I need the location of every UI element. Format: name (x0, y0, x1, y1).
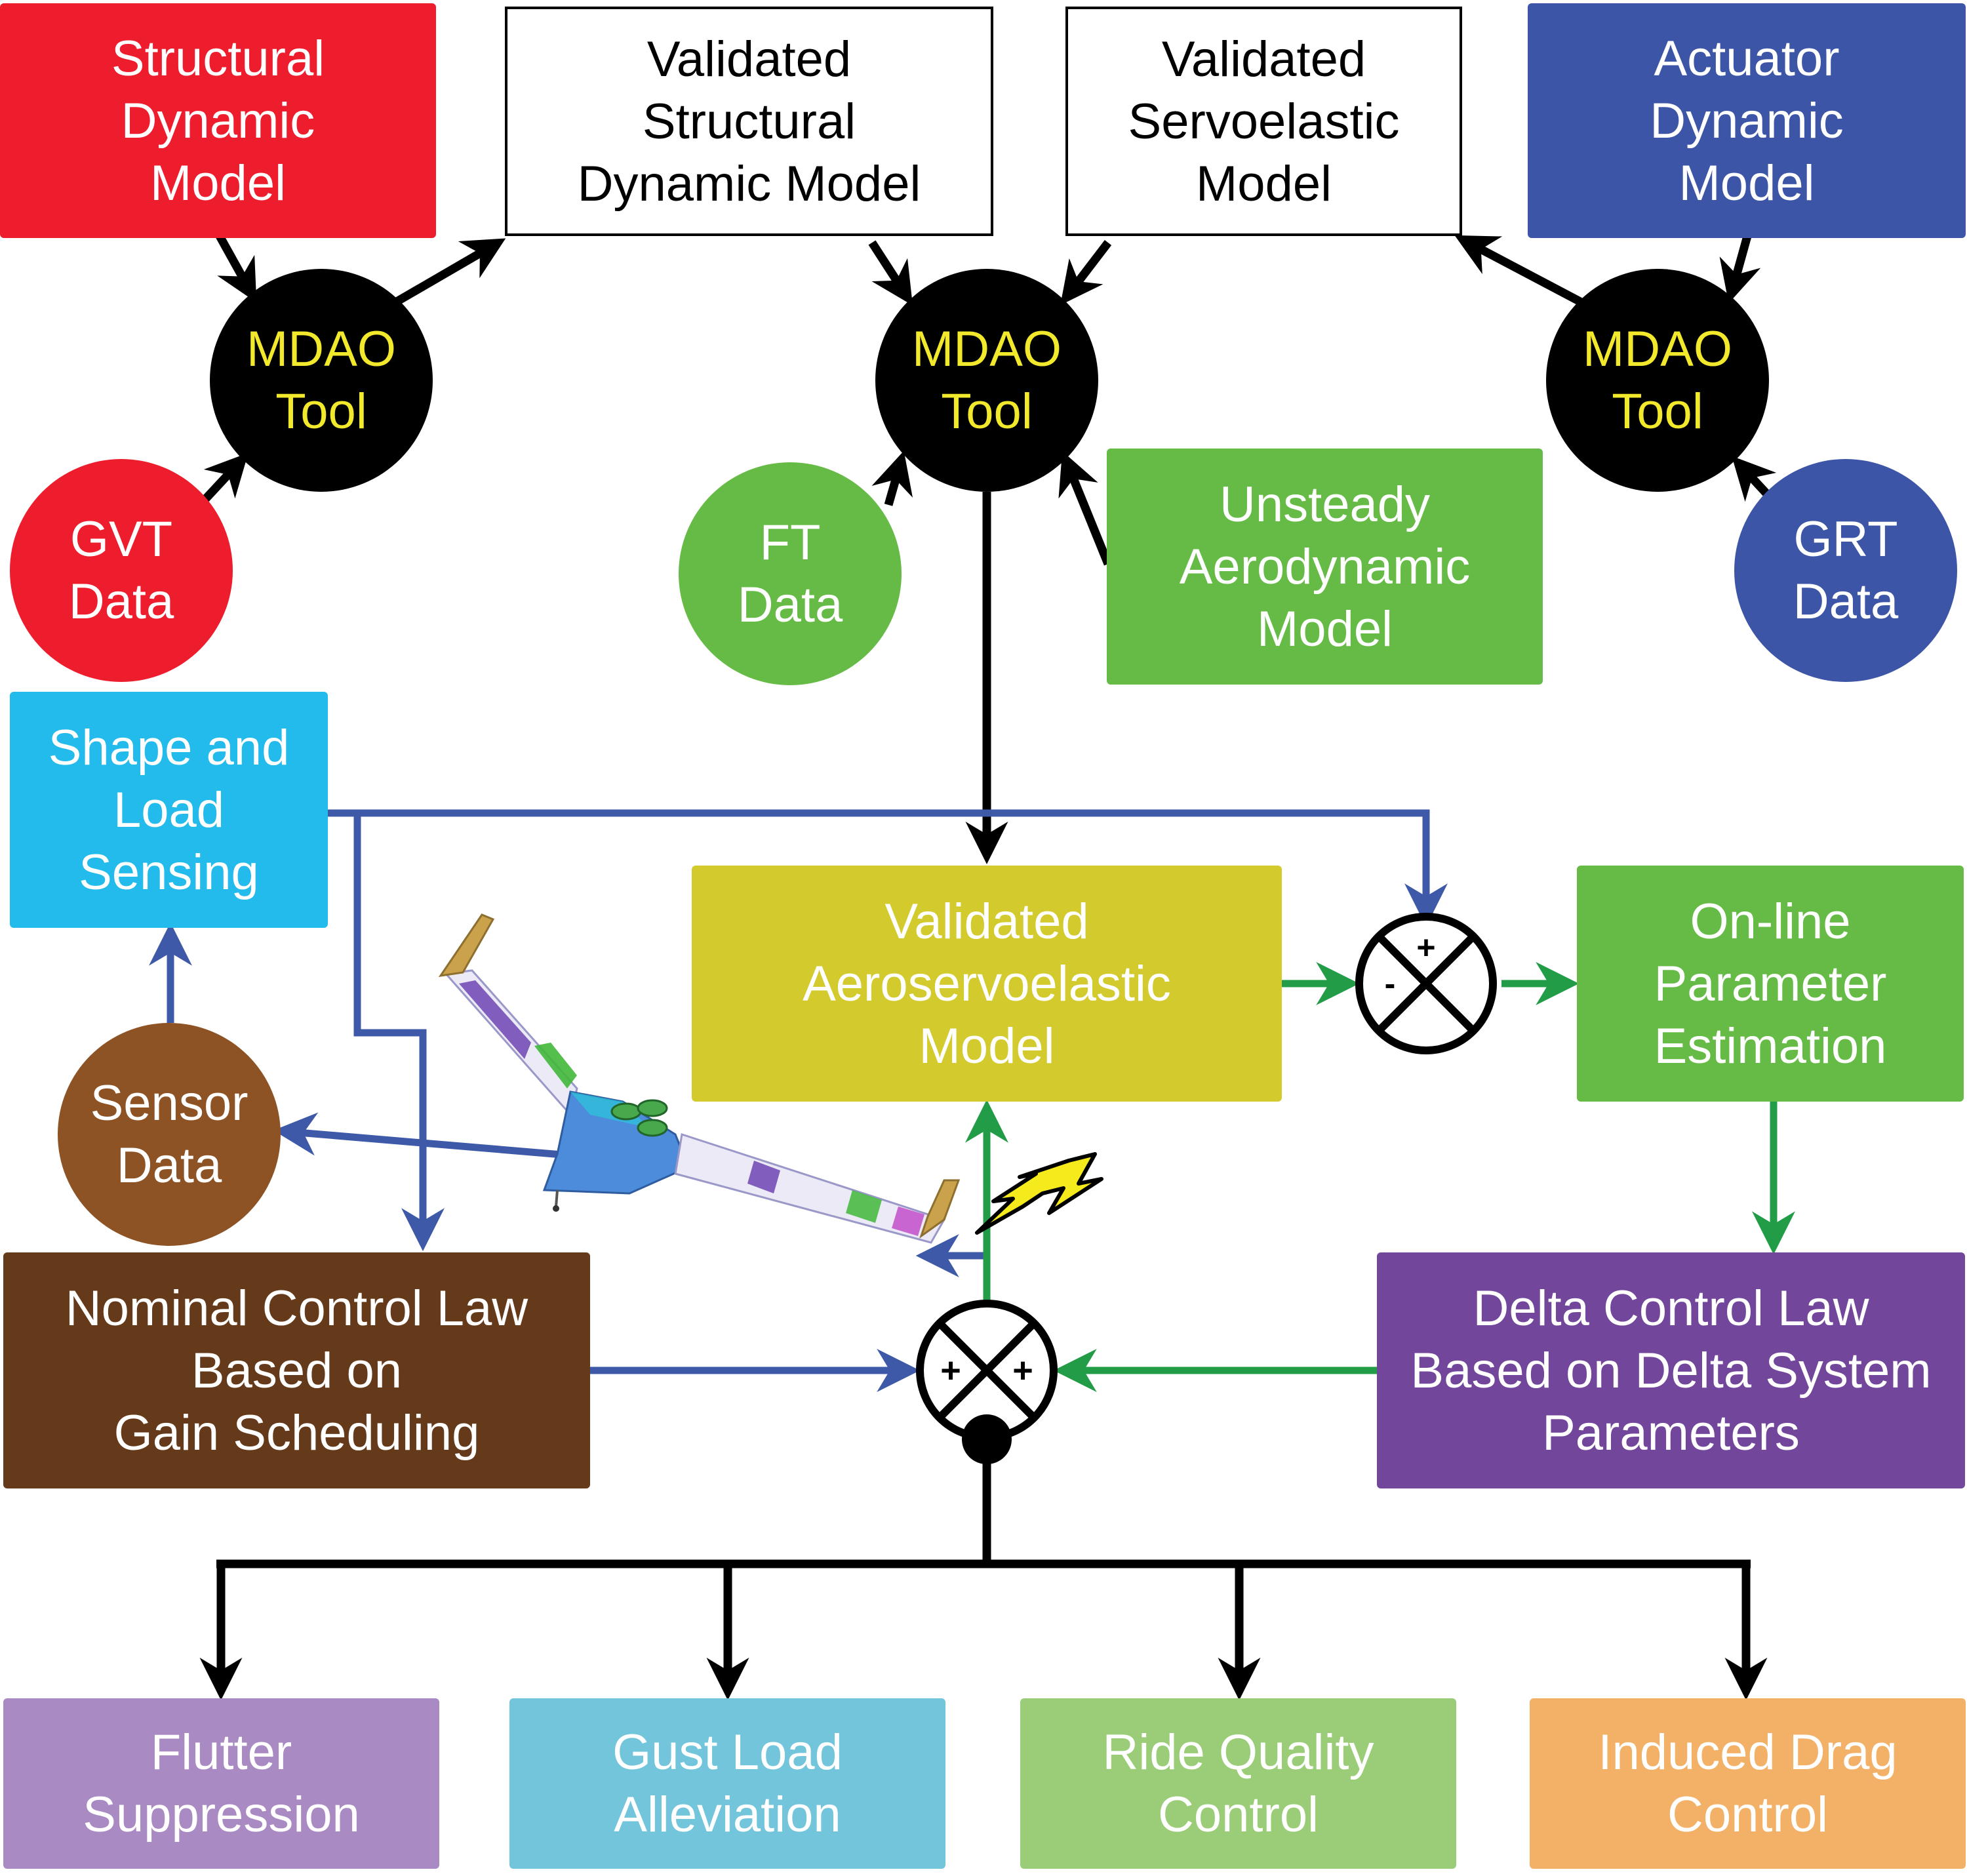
delta-control-law-box: Delta Control Law Based on Delta System … (1377, 1252, 1965, 1488)
arrow-junction-to-aircraft (915, 1234, 991, 1302)
arrow-shape-to-nominal (353, 813, 445, 1252)
junction-output-dot (962, 1414, 1012, 1464)
lightning-bolt-icon (975, 1152, 1103, 1235)
upper-junction-minus: - (1385, 965, 1396, 1002)
shape-and-load-sensing-box: Shape and Load Sensing (10, 692, 328, 928)
sensor-data-circle: Sensor Data (58, 1023, 281, 1246)
black-arrows (197, 233, 1783, 864)
validated-structural-dynamic-model-box: Validated Structural Dynamic Model (505, 7, 993, 236)
upper-junction-plus: + (1416, 929, 1435, 966)
lower-summing-junction: + + (916, 1300, 1058, 1464)
arrow-aircraft-to-sensor (273, 1112, 594, 1161)
output-distribution (199, 1456, 1768, 1700)
validated-servoelastic-model-box: Validated Servoelastic Model (1065, 7, 1462, 236)
lower-junction-plus-left: + (940, 1351, 961, 1390)
arrow-gvt-to-mdao1 (197, 452, 248, 508)
gust-load-alleviation-box: Gust Load Alleviation (509, 1698, 945, 1869)
flutter-suppression-box: Flutter Suppression (3, 1698, 439, 1869)
unsteady-aerodynamic-model-box: Unsteady Aerodynamic Model (1107, 449, 1543, 685)
arrow-unsteady-to-mdao2 (1058, 450, 1113, 566)
mdao-tool-right: MDAO Tool (1546, 269, 1769, 492)
arrow-ft-to-mdao2 (871, 450, 913, 506)
arrow-validated-structural-to-mdao2 (868, 240, 913, 306)
aircraft-image (438, 913, 961, 1244)
green-arrows (965, 962, 1795, 1392)
arrow-shape-to-upper-junction (328, 809, 1448, 927)
arrow-structural-to-mdao1 (216, 233, 257, 303)
gvt-data-circle: GVT Data (10, 459, 233, 682)
mdao-tool-left: MDAO Tool (210, 269, 433, 492)
structural-dynamic-model-box: Structural Dynamic Model (0, 3, 436, 238)
mdao-tool-center: MDAO Tool (875, 269, 1098, 492)
induced-drag-control-box: Induced Drag Control (1530, 1698, 1966, 1869)
actuator-dynamic-model-box: Actuator Dynamic Model (1528, 3, 1966, 238)
blue-arrows (149, 809, 1448, 1392)
grt-data-circle: GRT Data (1734, 459, 1957, 682)
online-parameter-estimation-box: On-line Parameter Estimation (1577, 866, 1964, 1102)
ride-quality-control-box: Ride Quality Control (1020, 1698, 1456, 1869)
nominal-control-law-box: Nominal Control Law Based on Gain Schedu… (3, 1252, 590, 1488)
arrow-mdao3-to-validated-servo (1454, 235, 1583, 306)
lower-junction-plus-right: + (1012, 1351, 1033, 1390)
ft-data-circle: FT Data (679, 462, 902, 685)
upper-summing-junction: + - (1355, 913, 1497, 1054)
arrow-actuator-to-mdao3 (1719, 235, 1761, 304)
validated-aeroservoelastic-model-box: Validated Aeroservoelastic Model (692, 866, 1282, 1102)
arrow-validated-servo-to-mdao2 (1060, 240, 1112, 306)
arrow-mdao1-to-validated-structural (394, 238, 506, 306)
